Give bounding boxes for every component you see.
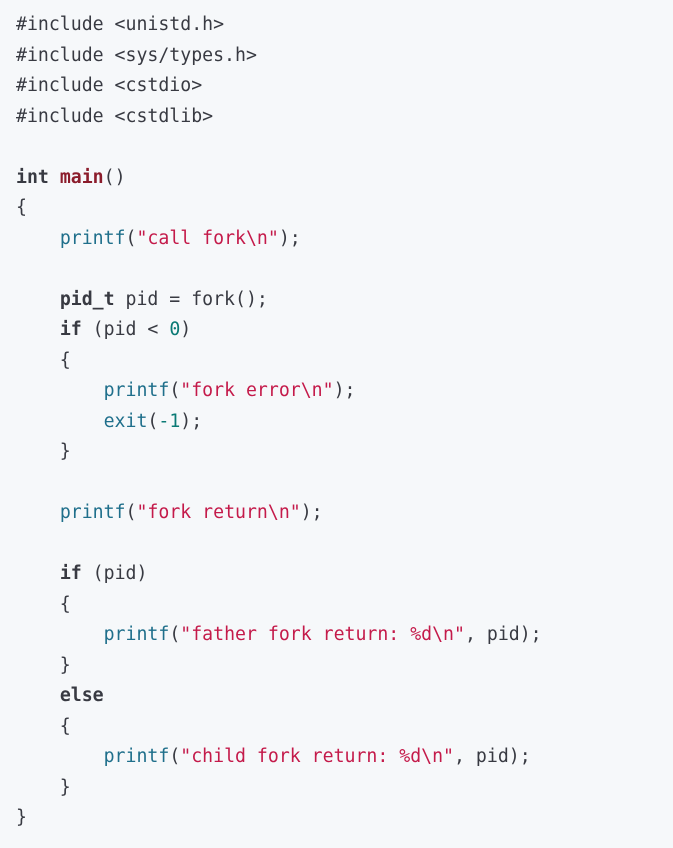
code-token: printf	[59, 502, 126, 523]
code-line: {	[16, 712, 673, 743]
code-token: int	[16, 166, 60, 188]
code-token: "call fork\n"	[136, 227, 279, 249]
code-token: , pid);	[454, 746, 531, 767]
code-token: (	[169, 380, 181, 401]
code-line: int main()	[16, 163, 673, 194]
code-token: }	[16, 807, 27, 828]
code-token: , pid);	[464, 624, 542, 645]
code-token: );	[180, 410, 203, 432]
code-token: }	[16, 776, 71, 798]
code-line: if (pid < 0)	[16, 315, 673, 346]
code-token: "father fork return: %d\n"	[180, 624, 465, 645]
code-token: printf	[103, 380, 170, 401]
code-token: pid = fork();	[114, 288, 268, 310]
code-token	[16, 319, 60, 340]
code-token: -1	[158, 410, 181, 432]
code-line	[16, 529, 673, 560]
code-token: );	[278, 227, 301, 249]
code-token	[16, 685, 60, 706]
code-token: ()	[103, 166, 126, 188]
code-token	[16, 502, 60, 523]
code-token: (pid <	[81, 319, 170, 340]
code-token: (	[125, 502, 137, 523]
code-line	[16, 132, 673, 163]
code-token: (	[147, 410, 159, 432]
code-line: exit(-1);	[16, 407, 673, 438]
code-line: if (pid)	[16, 559, 673, 590]
code-token: "child fork return: %d\n"	[180, 746, 455, 767]
code-token: printf	[59, 227, 126, 249]
code-token: );	[333, 380, 356, 401]
code-line: printf("call fork\n");	[16, 224, 673, 255]
code-line: #include <cstdio>	[16, 71, 673, 102]
code-line: #include <unistd.h>	[16, 10, 673, 41]
code-line: #include <cstdlib>	[16, 102, 673, 133]
code-token: main	[59, 166, 104, 188]
code-token: {	[16, 197, 27, 218]
code-line: {	[16, 193, 673, 224]
code-line: {	[16, 346, 673, 377]
code-token: {	[16, 349, 71, 371]
code-token	[16, 563, 60, 584]
code-line: {	[16, 590, 673, 621]
code-line	[16, 468, 673, 499]
code-line: else	[16, 681, 673, 712]
code-token: 0	[169, 319, 181, 340]
code-token: printf	[103, 746, 170, 767]
code-token: printf	[103, 624, 170, 645]
code-token: );	[300, 502, 323, 523]
code-token: pid_t	[59, 288, 115, 310]
code-token: (	[169, 624, 181, 645]
code-line: pid_t pid = fork();	[16, 285, 673, 316]
code-token: (	[169, 746, 181, 767]
code-line	[16, 254, 673, 285]
code-token: if	[59, 563, 82, 584]
code-line: printf("fork error\n");	[16, 376, 673, 407]
code-token	[16, 289, 60, 310]
code-token: exit	[103, 410, 148, 432]
code-line: printf("father fork return: %d\n", pid);	[16, 620, 673, 651]
code-token	[16, 746, 104, 767]
code-token: #include <sys/types.h>	[16, 44, 257, 66]
code-token	[16, 624, 104, 645]
code-token: "fork error\n"	[180, 380, 334, 401]
code-token: #include <unistd.h>	[16, 14, 225, 35]
code-token: (pid)	[81, 563, 148, 584]
code-token: else	[59, 685, 104, 706]
code-line: #include <sys/types.h>	[16, 41, 673, 72]
code-token: {	[16, 715, 71, 737]
code-token	[16, 411, 104, 432]
code-line: }	[16, 437, 673, 468]
code-token: #include <cstdio>	[16, 75, 203, 96]
code-token	[16, 380, 104, 401]
code-token: }	[16, 654, 71, 676]
code-token: {	[16, 593, 71, 615]
code-token: )	[180, 319, 192, 340]
code-token: }	[16, 441, 71, 462]
code-line: }	[16, 651, 673, 682]
code-token	[16, 228, 60, 249]
code-token: #include <cstdlib>	[16, 105, 214, 127]
code-line: printf("fork return\n");	[16, 498, 673, 529]
code-token: if	[59, 319, 82, 340]
code-line: printf("child fork return: %d\n", pid);	[16, 742, 673, 773]
code-line: }	[16, 803, 673, 834]
code-token: "fork return\n"	[136, 502, 301, 523]
code-line: }	[16, 773, 673, 804]
code-token: (	[125, 227, 137, 249]
